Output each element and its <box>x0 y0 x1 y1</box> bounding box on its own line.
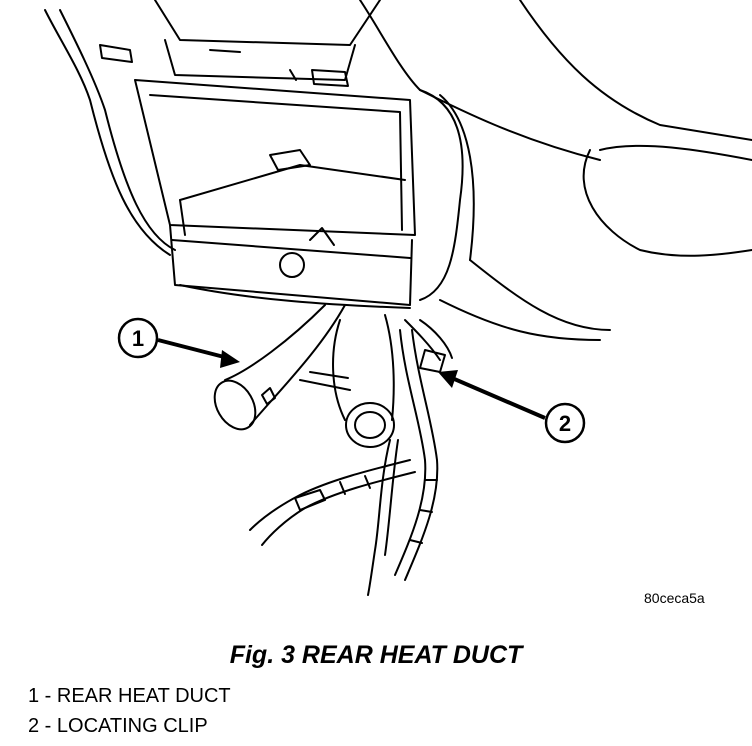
callout-2-label: 2 <box>559 411 571 436</box>
locating-clip <box>404 319 453 373</box>
image-code: 80ceca5a <box>644 590 705 606</box>
lower-panel <box>169 224 413 309</box>
legend-item-rear-heat-duct: 1 - REAR HEAT DUCT <box>28 685 231 707</box>
rear-heat-duct-illustration: 1 2 <box>44 0 752 596</box>
figure-caption: Fig. 3 REAR HEAT DUCT <box>229 641 523 669</box>
legend-item-locating-clip: 2 - LOCATING CLIP <box>28 715 208 737</box>
instrument-panel-outline <box>44 0 752 341</box>
console-bin <box>99 44 416 236</box>
rear-heat-duct <box>213 304 395 448</box>
wire-harness <box>249 329 439 596</box>
callout-2: 2 <box>438 370 586 444</box>
callout-1: 1 <box>117 317 240 368</box>
callout-1-label: 1 <box>132 326 144 351</box>
